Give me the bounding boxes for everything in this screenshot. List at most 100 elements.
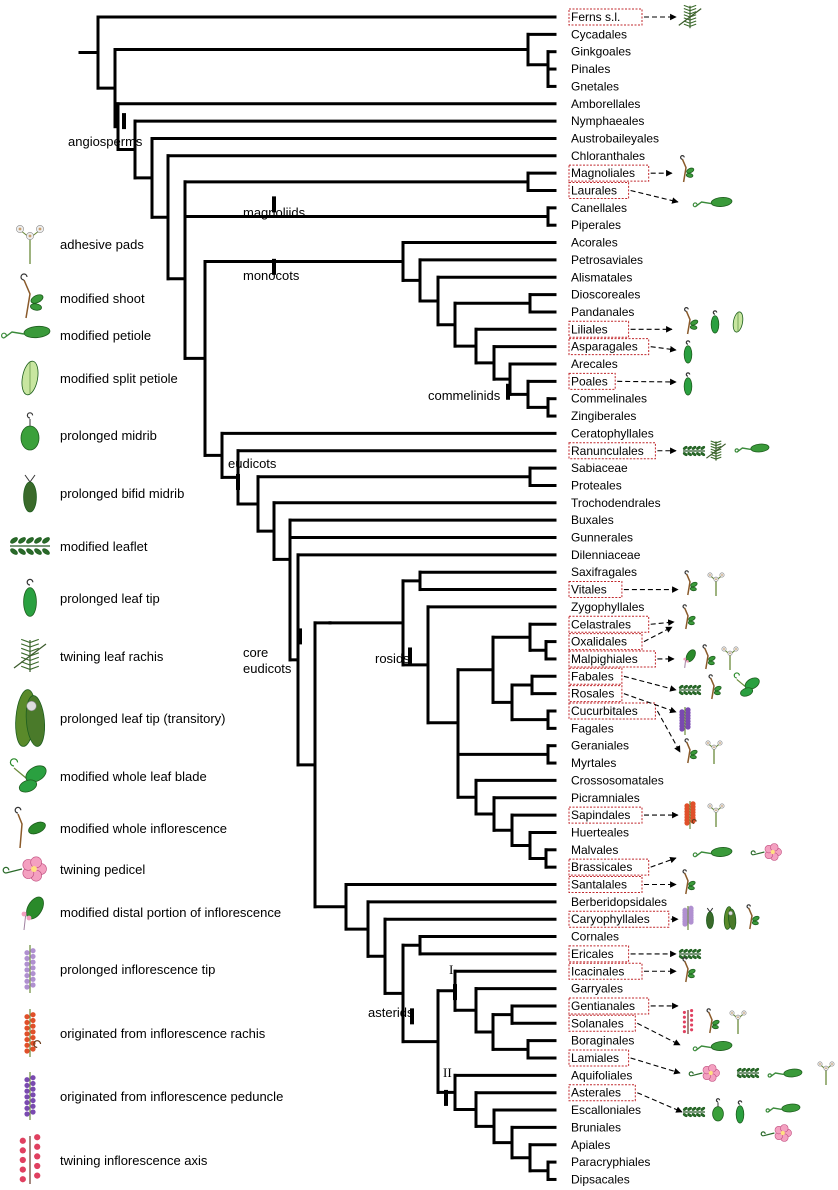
highlight-box (568, 997, 650, 1015)
twining-pedicel-icon (750, 843, 782, 861)
taxon-label: Cycadales (571, 27, 627, 41)
highlight-box (568, 442, 656, 460)
taxon-label: Acorales (571, 236, 618, 250)
highlight-box (568, 945, 630, 963)
highlight-box (568, 633, 643, 651)
taxon-label: Lamiales (571, 1051, 619, 1065)
modified-petiole-icon (692, 847, 733, 858)
taxon-label: Crossosomatales (571, 773, 664, 787)
legend-label: modified distal portion of inflorescence (60, 905, 281, 920)
distal-inflorescence-icon (21, 896, 44, 931)
taxon-label: Ceratophyllales (571, 426, 654, 440)
modified-petiole-icon (1, 325, 51, 339)
prolonged-leaf-tip-icon (23, 578, 37, 617)
taxon-label: Gnetales (571, 79, 619, 93)
trait-arrow (650, 345, 677, 353)
highlight-box (568, 702, 656, 720)
highlight-box (568, 338, 650, 356)
modified-petiole-icon (692, 1041, 733, 1052)
modified-leaflet-icon (736, 1067, 760, 1079)
taxon-label: Dioscoreales (571, 288, 640, 302)
twining-leaf-rachis-icon (678, 4, 702, 29)
taxon-label: Cornales (571, 930, 619, 944)
legend-label: modified leaflet (60, 539, 148, 554)
taxon-label: Zygophyllales (571, 600, 644, 614)
taxon-label: Aquifoliales (571, 1068, 632, 1082)
taxon-label: Trochodendrales (571, 496, 661, 510)
taxon-label: Gentianales (571, 999, 635, 1013)
taxon-label: Fagales (571, 721, 614, 735)
modified-shoot-icon (680, 155, 695, 183)
legend-label: originated from inflorescence rachis (60, 1026, 266, 1041)
taxon-label: Oxalidales (571, 635, 627, 649)
adhesive-pads-icon (721, 646, 739, 670)
highlight-box (568, 1084, 636, 1102)
prolonged-leaf-tip-icon (710, 310, 720, 334)
whole-leaf-blade-icon (9, 758, 47, 793)
twining-pedicel-icon (760, 1124, 792, 1142)
highlight-box (568, 1014, 636, 1032)
trait-arrows (617, 13, 683, 1113)
adhesive-pads-icon (16, 225, 44, 264)
highlight-boxes (568, 8, 670, 1102)
clade-angiosperms: angiosperms (68, 134, 143, 149)
modified-leaflet-icon (682, 445, 706, 457)
taxon-label: Gunnerales (571, 531, 633, 545)
legend-label: prolonged leaf tip (60, 591, 160, 606)
highlight-box (568, 8, 643, 26)
taxon-label: Fabales (571, 669, 614, 683)
modified-petiole-icon (767, 1068, 803, 1078)
clade-core-eudicots-line2: eudicots (243, 661, 292, 676)
taxon-label: Pandanales (571, 305, 634, 319)
transitory-leaf-tip-icon (15, 689, 46, 747)
taxon-label: Myrtales (571, 756, 616, 770)
legend-label: originated from inflorescence peduncle (60, 1089, 283, 1104)
modified-shoot-icon (20, 273, 44, 319)
legend-label: modified shoot (60, 291, 145, 306)
taxon-label: Boraginales (571, 1034, 634, 1048)
twining-pedicel-icon (2, 856, 47, 882)
modified-leaflet-icon (678, 684, 702, 696)
prolonged-leaf-tip-icon (735, 1100, 745, 1124)
twining-leaf-rachis-icon (706, 440, 726, 461)
legend-label: modified whole leaf blade (60, 769, 207, 784)
adhesive-pads-icon (729, 1010, 747, 1034)
clade-commelinids: commelinids (428, 388, 501, 403)
taxon-label: Malpighiales (571, 652, 638, 666)
tree-branches (78, 15, 557, 1181)
inflorescence-rachis-icon (24, 1009, 42, 1057)
modified-shoot-icon (684, 738, 698, 764)
taxon-label: Geraniales (571, 739, 629, 753)
taxon-label: Paracryphiales (571, 1155, 650, 1169)
twining-pedicel-icon (688, 1064, 720, 1082)
highlight-box (568, 858, 650, 876)
taxon-label: Ginkgoales (571, 45, 631, 59)
modified-shoot-icon (706, 1008, 720, 1034)
taxon-label: Commelinales (571, 392, 647, 406)
modified-shoot-icon (684, 570, 698, 596)
highlight-box (568, 685, 623, 703)
taxon-label: Dilenniaceae (571, 548, 641, 562)
clade-labels: angiosperms magnoliids monocots commelin… (68, 134, 501, 1080)
taxon-label: Cucurbitales (571, 704, 638, 718)
trait-arrow (630, 1057, 681, 1075)
bifid-midrib-icon (23, 474, 37, 513)
prolonged-leaf-tip-icon (683, 340, 693, 364)
taxon-label: Laurales (571, 184, 617, 198)
taxon-label: Saxifragales (571, 565, 637, 579)
modified-petiole-icon (765, 1103, 801, 1113)
clade-eudicots: eudicots (228, 456, 277, 471)
taxon-label: Picramniales (571, 791, 640, 805)
twining-leaf-rachis-icon (13, 638, 47, 672)
clade-group-II: II (443, 1065, 452, 1080)
taxon-label: Brassicales (571, 860, 632, 874)
taxon-label: Chloranthales (571, 149, 645, 163)
prolonged-leaf-tip-icon (683, 372, 693, 396)
inflorescence-tip-icon (24, 945, 36, 993)
highlight-box (568, 581, 623, 599)
taxon-label: Nymphaeales (571, 114, 644, 128)
bifid-midrib-icon (706, 907, 714, 929)
taxon-label: Malvales (571, 843, 618, 857)
split-petiole-icon (732, 311, 744, 333)
